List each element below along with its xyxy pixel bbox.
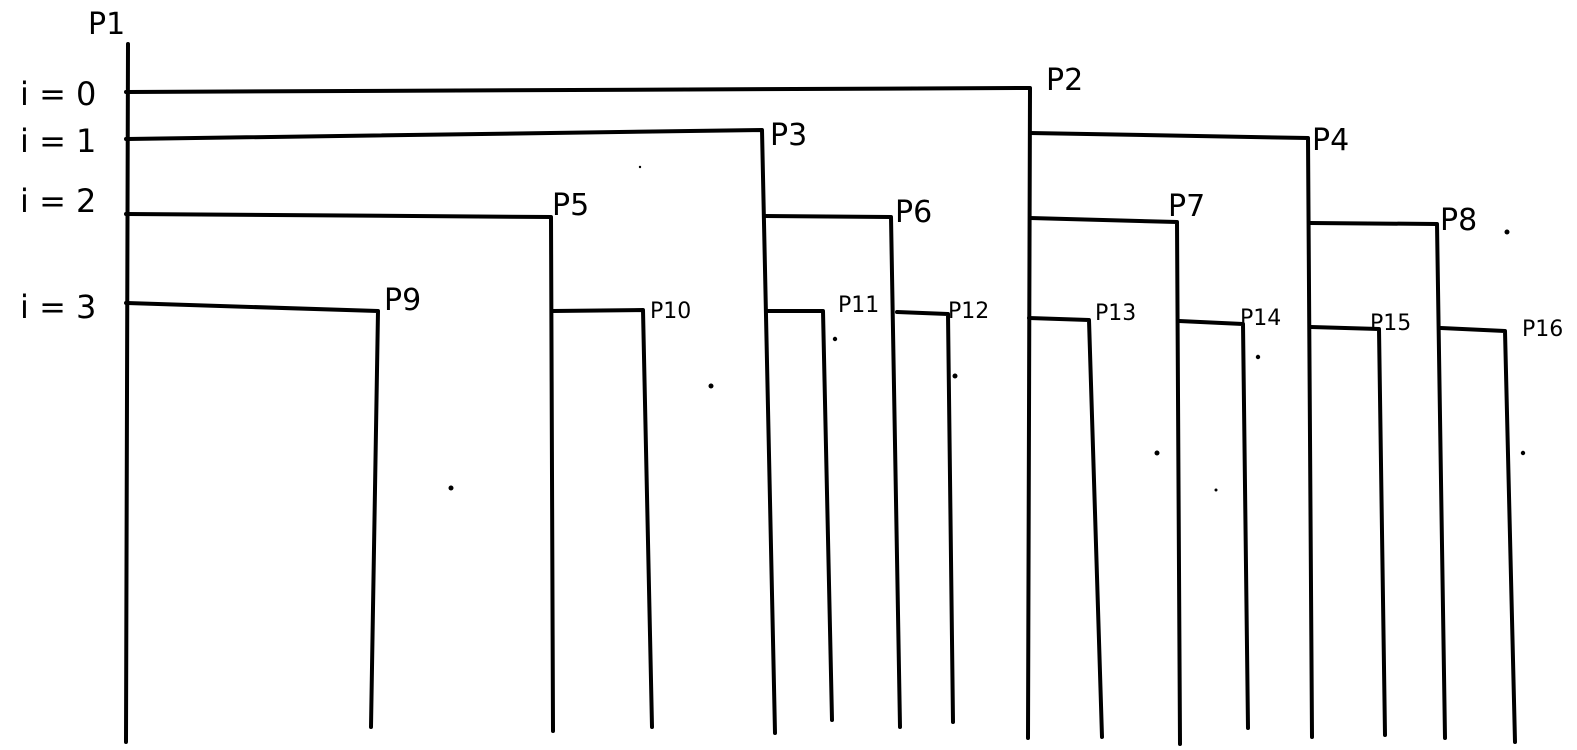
p2-line xyxy=(124,86,1032,740)
level-label-0: i = 0 xyxy=(20,75,96,113)
p7-line xyxy=(1028,216,1182,746)
pen-specks xyxy=(448,165,1526,492)
process-label-p6: P6 xyxy=(895,195,932,230)
process-label-p1: P1 xyxy=(88,7,125,42)
p12-line xyxy=(895,310,955,724)
level-label-1: i = 1 xyxy=(20,122,96,160)
process-label-p12: P12 xyxy=(948,299,989,324)
process-label-p10: P10 xyxy=(650,299,691,324)
p1-line xyxy=(124,42,130,744)
process-label-p5: P5 xyxy=(552,188,589,223)
p9-line xyxy=(124,301,380,729)
speck xyxy=(952,373,958,379)
speck xyxy=(1214,488,1218,492)
p5-line xyxy=(124,212,555,733)
process-label-p3: P3 xyxy=(770,118,807,153)
process-label-p15: P15 xyxy=(1370,311,1411,336)
level-label-3: i = 3 xyxy=(20,288,96,326)
p3-line xyxy=(124,128,777,735)
speck xyxy=(448,485,454,491)
p11-line xyxy=(764,309,834,722)
p10-line xyxy=(550,308,654,729)
speck xyxy=(1520,450,1526,456)
p15-line xyxy=(1309,325,1387,737)
tree-lines xyxy=(124,42,1517,746)
p8-line xyxy=(1308,221,1447,740)
process-label-p13: P13 xyxy=(1095,301,1136,326)
p16-line xyxy=(1439,326,1517,744)
p14-line xyxy=(1177,319,1250,730)
speck xyxy=(1154,450,1160,456)
speck xyxy=(832,336,838,342)
process-label-p4: P4 xyxy=(1312,123,1349,158)
process-label-p2: P2 xyxy=(1046,63,1083,98)
p6-line xyxy=(762,214,902,729)
p4-line xyxy=(1028,131,1314,739)
process-label-p7: P7 xyxy=(1168,189,1205,224)
process-label-p16: P16 xyxy=(1522,317,1563,342)
process-label-p8: P8 xyxy=(1440,203,1477,238)
speck xyxy=(708,383,714,389)
process-label-p9: P9 xyxy=(384,283,421,318)
process-label-p14: P14 xyxy=(1240,306,1281,331)
speck xyxy=(1504,229,1510,235)
level-label-2: i = 2 xyxy=(20,182,96,220)
process-label-p11: P11 xyxy=(838,293,879,318)
speck xyxy=(1255,354,1261,360)
p13-line xyxy=(1027,316,1104,739)
speck xyxy=(638,165,642,169)
